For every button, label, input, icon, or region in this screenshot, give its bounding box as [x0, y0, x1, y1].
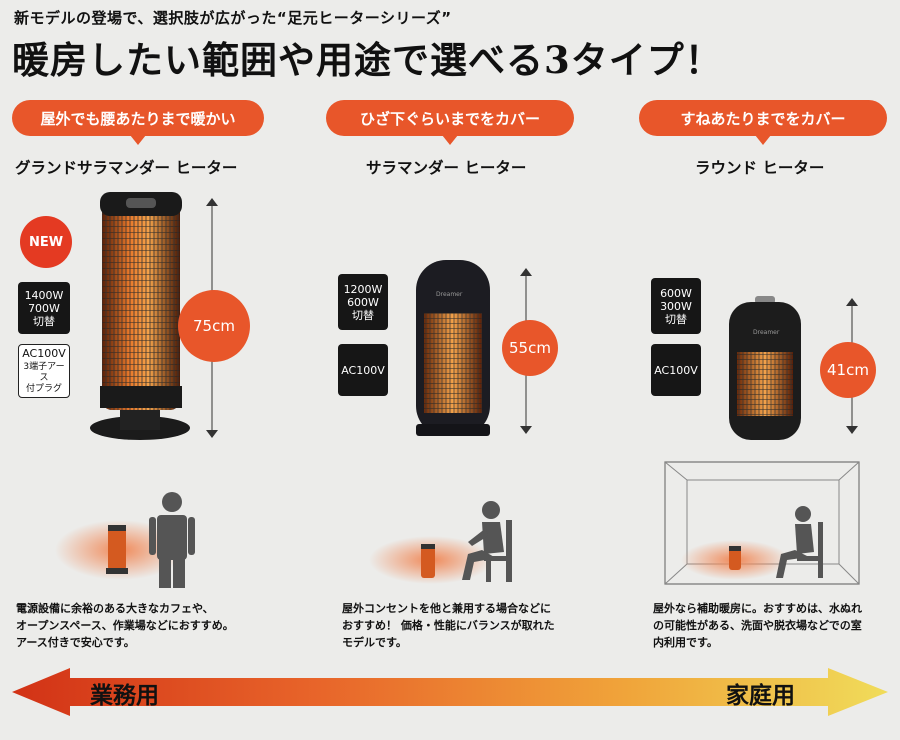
usage-illustration-indoor [664, 461, 860, 585]
power-badge: 1400W 700W 切替 [18, 282, 70, 334]
new-badge: NEW [20, 216, 72, 268]
grand-salamander-heater-image [90, 192, 190, 440]
brand-logo: Dreamer [753, 329, 780, 336]
product-name: グランドサラマンダー ヒーター [15, 159, 238, 177]
voltage-label: AC100V [22, 347, 66, 360]
brand-logo: Dreamer [436, 291, 463, 298]
product-card-salamander: ひざ下ぐらいまでをカバー サラマンダー ヒーター 1200W 600W 切替 A… [316, 100, 596, 660]
voltage-badge: AC100V [338, 344, 388, 396]
height-label: 55cm [502, 320, 558, 376]
coverage-banner: すねあたりまでをカバー [639, 100, 887, 145]
product-card-round: すねあたりまでをカバー ラウンド ヒーター 600W 300W 切替 AC100… [615, 100, 895, 660]
usage-illustration-standing [55, 492, 195, 588]
usage-illustration-sitting [369, 501, 512, 584]
plug-label: 3端子アース 付プラグ [23, 362, 65, 394]
usage-scale-left-label: 業務用 [90, 682, 159, 709]
product-name: サラマンダー ヒーター [366, 159, 527, 177]
page-subtitle: 新モデルの登場で、選択肢が広がった“足元ヒーターシリーズ” [14, 9, 452, 27]
salamander-heater-image: Dreamer [416, 260, 490, 436]
power-badge: 600W 300W 切替 [651, 278, 701, 334]
height-label: 75cm [178, 290, 250, 362]
usage-scale-arrow [12, 668, 888, 716]
usage-scale-right-label: 家庭用 [726, 682, 795, 709]
round-heater-image: Dreamer [729, 296, 801, 440]
power-badge: 1200W 600W 切替 [338, 274, 388, 330]
product-description: 屋外なら補助暖房に。おすすめは、水ぬれ の可能性がある、洗面や脱衣場などでの室 … [653, 602, 862, 649]
product-name: ラウンド ヒーター [695, 159, 825, 177]
coverage-banner: ひざ下ぐらいまでをカバー [326, 100, 574, 145]
product-description: 屋外コンセントを他と兼用する場合などに おすすめ！ 価格・性能にバランスが取れた… [342, 602, 555, 649]
voltage-badge: AC100V [651, 344, 701, 396]
coverage-banner: 屋外でも腰あたりまで暖かい [12, 100, 264, 145]
page-headline: 暖房したい範囲や用途で選べる3タイプ！ [12, 38, 723, 82]
product-description: 電源設備に余裕のある大きなカフェや、 オープンスペース、作業場などにおすすめ。 … [16, 602, 234, 649]
height-label: 41cm [820, 342, 876, 398]
voltage-badge: AC100V 3端子アース 付プラグ [18, 344, 70, 398]
product-card-grand-salamander: 屋外でも腰あたりまで暖かい グランドサラマンダー ヒーター NEW 1400W … [0, 100, 280, 660]
